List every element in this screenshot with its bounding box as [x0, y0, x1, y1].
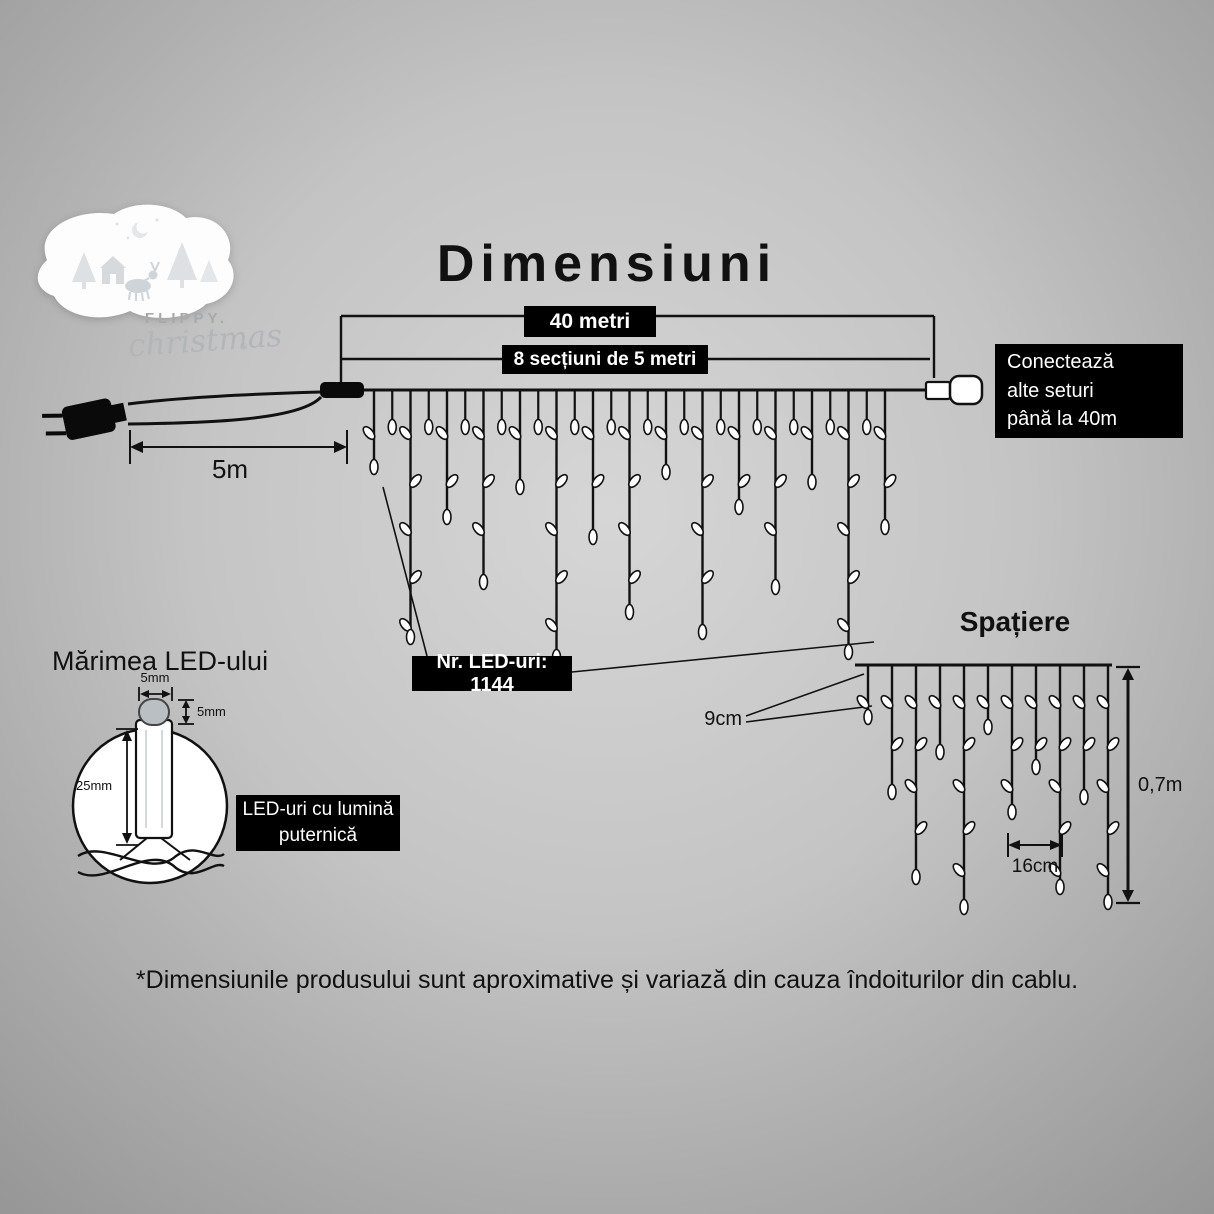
- end-connector-icon: [924, 374, 984, 406]
- led-width-label: 5mm: [140, 670, 170, 685]
- led-count-leader-lines: [382, 486, 875, 673]
- arrow-5m: [129, 430, 348, 464]
- power-plug-icon: [42, 398, 127, 440]
- drop-spacing-label: 16cm: [1011, 856, 1059, 877]
- spacing-9cm-leader-lines: [745, 673, 873, 723]
- total-length-badge: 40 metri: [524, 306, 656, 337]
- arrow-5mm-width: [138, 687, 173, 701]
- spacing-section-title: Spațiere: [959, 606, 1071, 637]
- led-size-section-title: Mărimea LED-ului: [52, 646, 269, 676]
- lead-cable-length-label: 5m: [211, 454, 249, 484]
- arrow-0-7m: [1116, 665, 1140, 905]
- led-body-height-label: 25mm: [76, 778, 113, 793]
- sections-badge: 8 secțiuni de 5 metri: [502, 345, 708, 374]
- drop-height-label: 0,7m: [1138, 774, 1183, 796]
- wire-connector-icon: [320, 382, 364, 398]
- arrow-16cm: [1007, 833, 1063, 857]
- led-bulb-drawing: [134, 698, 174, 840]
- icicle-curtain: [362, 390, 897, 666]
- logo-registered-mark: ®: [240, 342, 248, 353]
- led-count-badge: Nr. LED-uri: 1144: [412, 651, 572, 696]
- arrow-25mm-body: [116, 728, 138, 846]
- spacing-demo-curtain: [856, 665, 1120, 916]
- led-size-diagram: [71, 687, 229, 885]
- arrow-5mm-cap: [178, 699, 194, 725]
- bulb-spacing-label: 9cm: [704, 708, 742, 730]
- logo-brand-text: FLIPPY.: [145, 310, 229, 327]
- disclaimer-text: *Dimensiunile produsului sunt aproximati…: [135, 966, 1079, 994]
- page-title: Dimensiuni: [436, 235, 778, 293]
- lead-cable: [127, 390, 323, 426]
- logo-scene: [37, 204, 234, 318]
- logo-cloud-shape: [37, 204, 234, 318]
- flippy-christmas-logo: [22, 198, 247, 373]
- twisted-wire-icon: [77, 837, 225, 877]
- led-cap-height-label: 5mm: [197, 704, 226, 719]
- logo-winter-scene: [72, 218, 218, 302]
- connect-more-sets-badge: Conectează alte seturi până la 40m: [995, 344, 1183, 438]
- led-brightness-badge: LED-uri cu lumină puternică: [236, 795, 400, 851]
